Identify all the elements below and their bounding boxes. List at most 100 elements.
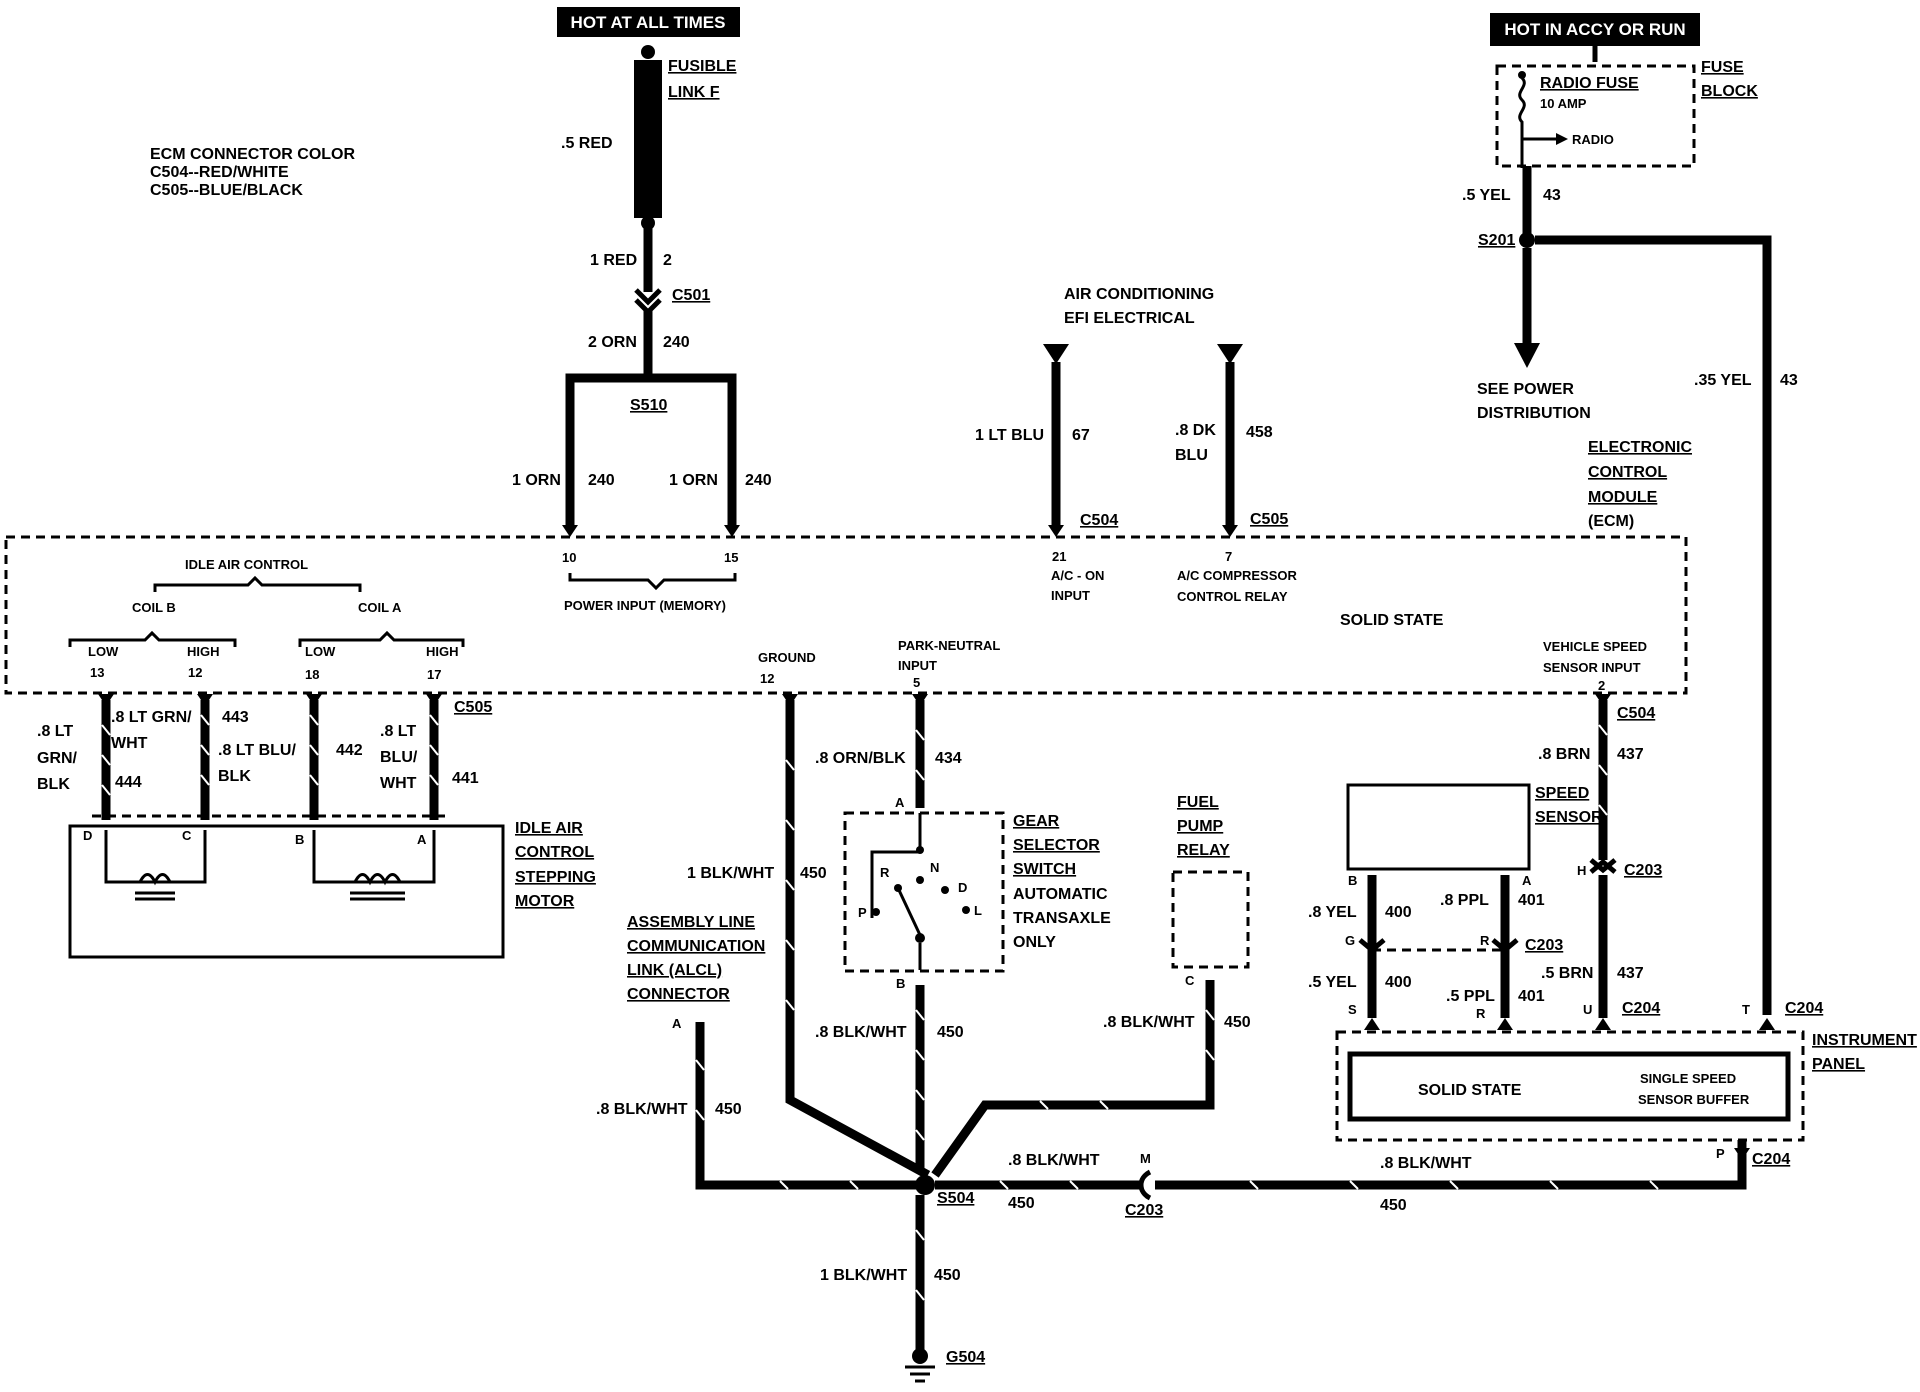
hot-at-all-times-tag <box>557 7 740 37</box>
iac-pin-a: A <box>417 832 427 847</box>
gear-contact-n-top <box>916 846 924 854</box>
ecm-high-1: HIGH <box>187 644 220 659</box>
wire-8ltgrnwht-b: WHT <box>111 735 148 752</box>
ecm-color-c504: C504--RED/WHITE <box>150 164 289 181</box>
ecm-vss-1: VEHICLE SPEED <box>1543 639 1647 654</box>
see-power-2: DISTRIBUTION <box>1477 405 1591 422</box>
gear-pin-a: A <box>895 795 905 810</box>
ecm-ground-wire <box>785 700 931 1179</box>
alcl-pin-a: A <box>672 1016 682 1031</box>
wire-437-label: 437 <box>1617 746 1644 763</box>
fusible-link-bottom-node <box>641 216 655 230</box>
gear-label-3: SWITCH <box>1013 861 1076 878</box>
wire-8ltblu2-a: .8 LT <box>380 723 416 740</box>
wire-35yel-label: .35 YEL <box>1694 372 1752 389</box>
iac-label-2: CONTROL <box>515 844 594 861</box>
wire-401b-label: 401 <box>1518 988 1545 1005</box>
wire-444-label: 444 <box>115 774 142 791</box>
c203-m-label: C203 <box>1125 1202 1163 1219</box>
s504-label: S504 <box>937 1190 974 1207</box>
speed-sensor-label-2: SENSOR <box>1535 809 1603 826</box>
wire-400-label: 400 <box>1385 904 1412 921</box>
wire-240-left-label: 240 <box>588 472 615 489</box>
ip-pin-r: R <box>1476 1006 1486 1021</box>
ss-pin-g: G <box>1345 933 1355 948</box>
alcl-label-1: ASSEMBLY LINE <box>627 914 755 931</box>
iac-pin-c: C <box>182 828 192 843</box>
instrument-panel-box <box>1335 1030 1805 1142</box>
c203-m-pin: M <box>1140 1151 1151 1166</box>
ecm-ac-comp-1: A/C COMPRESSOR <box>1177 568 1298 583</box>
fuel-pump-relay-box <box>1171 870 1250 969</box>
wire-5red-label: .5 RED <box>561 135 613 152</box>
c203-r-top <box>1491 938 1519 954</box>
wire-434-label: 434 <box>935 750 962 767</box>
idle-air-brace <box>153 575 362 592</box>
wire-8blkwht-fuel-label: .8 BLK/WHT <box>1103 1014 1195 1031</box>
ac-title-2: EFI ELECTRICAL <box>1064 310 1195 327</box>
c203-m-connector <box>1138 1169 1152 1201</box>
ip-ground-wire-450 <box>935 1160 1747 1190</box>
ip-solid-state: SOLID STATE <box>1418 1082 1522 1099</box>
fusible-label-2: LINK F <box>668 84 720 101</box>
ip-label-2: PANEL <box>1812 1056 1865 1073</box>
wire-8blkwht-alcl-label: .8 BLK/WHT <box>596 1101 688 1118</box>
c505-ac-label: C505 <box>1250 511 1288 528</box>
wire-450-gnd2-label: 450 <box>934 1267 961 1284</box>
c204-t-label: C204 <box>1785 1000 1823 1017</box>
s504-splice <box>915 1175 935 1195</box>
wire-450-gnd-label: 450 <box>800 865 827 882</box>
fusible-label-1: FUSIBLE <box>668 58 737 75</box>
c203-h-bottom <box>1589 858 1617 874</box>
hot-accy-run-tag <box>1490 13 1700 46</box>
wire-8ltbluw-b: BLK <box>218 768 251 785</box>
c504-ac-label: C504 <box>1080 512 1118 529</box>
ecm-coil-b: COIL B <box>132 600 176 615</box>
ip-pin-u: U <box>1583 1002 1592 1017</box>
gear-pin-b: B <box>896 976 905 991</box>
gear-label-6: ONLY <box>1013 934 1056 951</box>
ecm-pin-15: 15 <box>724 550 738 565</box>
wire-450-alcl-label: 450 <box>715 1101 742 1118</box>
s201-splice <box>1519 232 1535 248</box>
wire-8ltgrn-b: GRN/ <box>37 750 78 767</box>
wire-442-label: 442 <box>336 742 363 759</box>
s510-split <box>565 373 737 525</box>
gear-wire-450 <box>915 985 925 1170</box>
ecm-color-c505: C505--BLUE/BLACK <box>150 182 303 199</box>
ip-pin-p: P <box>1716 1146 1725 1161</box>
wire-67-label: 67 <box>1072 427 1090 444</box>
ecm-low-2: LOW <box>305 644 336 659</box>
fuse-block-box <box>1495 64 1696 168</box>
wire-8ltblu2-c: WHT <box>380 775 417 792</box>
ecm-solid-state: SOLID STATE <box>1340 612 1444 629</box>
wire-8ltgrnwht-a: .8 LT GRN/ <box>111 709 192 726</box>
s510-label: S510 <box>630 397 667 414</box>
wire-450-gear-label: 450 <box>937 1024 964 1041</box>
ecm-high-2: HIGH <box>426 644 459 659</box>
ecm-power-input-label: POWER INPUT (MEMORY) <box>564 598 726 613</box>
wire-8blkwht-ip1-label: .8 BLK/WHT <box>1008 1152 1100 1169</box>
alcl-label-4: CONNECTOR <box>627 986 730 1003</box>
alcl-wire-450 <box>695 1022 925 1190</box>
ecm-title-2: CONTROL <box>1588 464 1667 481</box>
wire-240-label: 240 <box>663 334 690 351</box>
wire-8yel-label: .8 YEL <box>1308 904 1357 921</box>
ecm-bottom-pin-stubs <box>98 694 1611 706</box>
gear-l-label: L <box>974 903 982 918</box>
s201-label: S201 <box>1478 232 1515 249</box>
iac-label-1: IDLE AIR <box>515 820 583 837</box>
ss-pin-a: A <box>1522 873 1532 888</box>
iac-wire-443 <box>200 700 210 820</box>
iac-motor-box <box>68 824 505 959</box>
iac-wire-444 <box>101 700 111 820</box>
c501-connector-symbol <box>634 288 662 306</box>
wire-1ltblu-label: 1 LT BLU <box>975 427 1044 444</box>
ecm-pin-18: 18 <box>305 667 319 682</box>
vss-pin-h: H <box>1577 863 1586 878</box>
ecm-color-title: ECM CONNECTOR COLOR <box>150 146 355 163</box>
wire-5yel2-label: .5 YEL <box>1308 974 1357 991</box>
iac-coil-a-loop <box>312 830 436 884</box>
wire-8ppl-label: .8 PPL <box>1440 892 1489 909</box>
wire-1blkwht-label: 1 BLK/WHT <box>687 865 774 882</box>
